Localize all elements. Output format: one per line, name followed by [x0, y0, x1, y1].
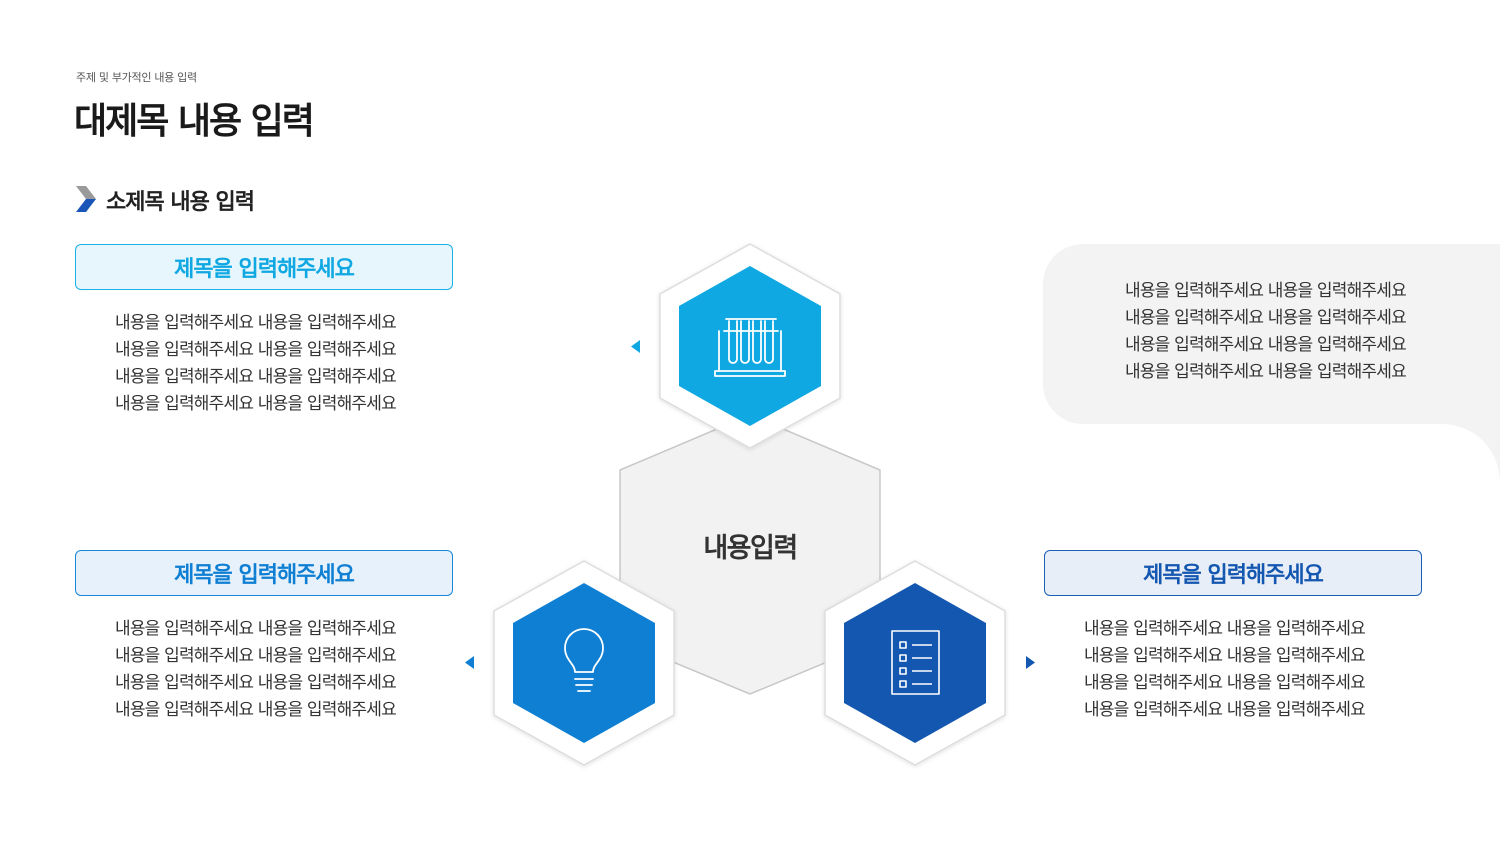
block-text-line: 내용을 입력해주세요 내용을 입력해주세요: [1084, 646, 1366, 666]
block-text-line: 내용을 입력해주세요 내용을 입력해주세요: [115, 700, 397, 720]
bottom-right-hexagon: [824, 560, 1006, 766]
block-title-box: 제목을 입력해주세요: [75, 244, 453, 290]
center-label: 내용입력: [703, 533, 798, 564]
arrow-right-icon: [1026, 656, 1035, 669]
side-panel-background: [1043, 244, 1500, 424]
arrow-left-icon: [631, 340, 640, 353]
side-panel-curve: [1440, 424, 1500, 484]
side-panel-line: 내용을 입력해주세요 내용을 입력해주세요: [1125, 362, 1407, 382]
block-text-line: 내용을 입력해주세요 내용을 입력해주세요: [115, 340, 397, 360]
block-title: 제목을 입력해주세요: [1143, 563, 1324, 588]
block-text-line: 내용을 입력해주세요 내용을 입력해주세요: [115, 619, 397, 639]
side-panel-text: 내용을 입력해주세요 내용을 입력해주세요 내용을 입력해주세요 내용을 입력해…: [1125, 278, 1407, 386]
block-title: 제목을 입력해주세요: [174, 563, 355, 588]
page-title: 대제목 내용 입력: [74, 101, 315, 142]
block-title: 제목을 입력해주세요: [174, 257, 355, 282]
top-hexagon: [659, 243, 841, 449]
test-tubes-icon: [714, 318, 786, 377]
block-text-line: 내용을 입력해주세요 내용을 입력해주세요: [115, 646, 397, 666]
block-text-line: 내용을 입력해주세요 내용을 입력해주세요: [1084, 619, 1366, 639]
bottom-left-hexagon: [493, 560, 675, 766]
block-text: 내용을 입력해주세요 내용을 입력해주세요 내용을 입력해주세요 내용을 입력해…: [115, 616, 397, 724]
block-text: 내용을 입력해주세요 내용을 입력해주세요 내용을 입력해주세요 내용을 입력해…: [115, 310, 397, 418]
block-text-line: 내용을 입력해주세요 내용을 입력해주세요: [115, 673, 397, 693]
block-text: 내용을 입력해주세요 내용을 입력해주세요 내용을 입력해주세요 내용을 입력해…: [1084, 616, 1366, 724]
side-panel-line: 내용을 입력해주세요 내용을 입력해주세요: [1125, 281, 1407, 301]
checklist-icon: [891, 630, 940, 695]
block-text-line: 내용을 입력해주세요 내용을 입력해주세요: [115, 313, 397, 333]
page-subtitle: 주제 및 부가적인 내용 입력: [76, 71, 197, 84]
chevron-right-icon: [76, 186, 96, 212]
block-text-line: 내용을 입력해주세요 내용을 입력해주세요: [115, 394, 397, 414]
arrow-left-icon: [465, 656, 474, 669]
side-panel-line: 내용을 입력해주세요 내용을 입력해주세요: [1125, 335, 1407, 355]
lightbulb-icon: [564, 628, 604, 692]
section-title: 소제목 내용 입력: [106, 190, 255, 215]
center-hexagon: [619, 414, 881, 695]
block-title-box: 제목을 입력해주세요: [1044, 550, 1422, 596]
block-text-line: 내용을 입력해주세요 내용을 입력해주세요: [1084, 700, 1366, 720]
block-text-line: 내용을 입력해주세요 내용을 입력해주세요: [115, 367, 397, 387]
block-text-line: 내용을 입력해주세요 내용을 입력해주세요: [1084, 673, 1366, 693]
block-title-box: 제목을 입력해주세요: [75, 550, 453, 596]
side-panel-line: 내용을 입력해주세요 내용을 입력해주세요: [1125, 308, 1407, 328]
